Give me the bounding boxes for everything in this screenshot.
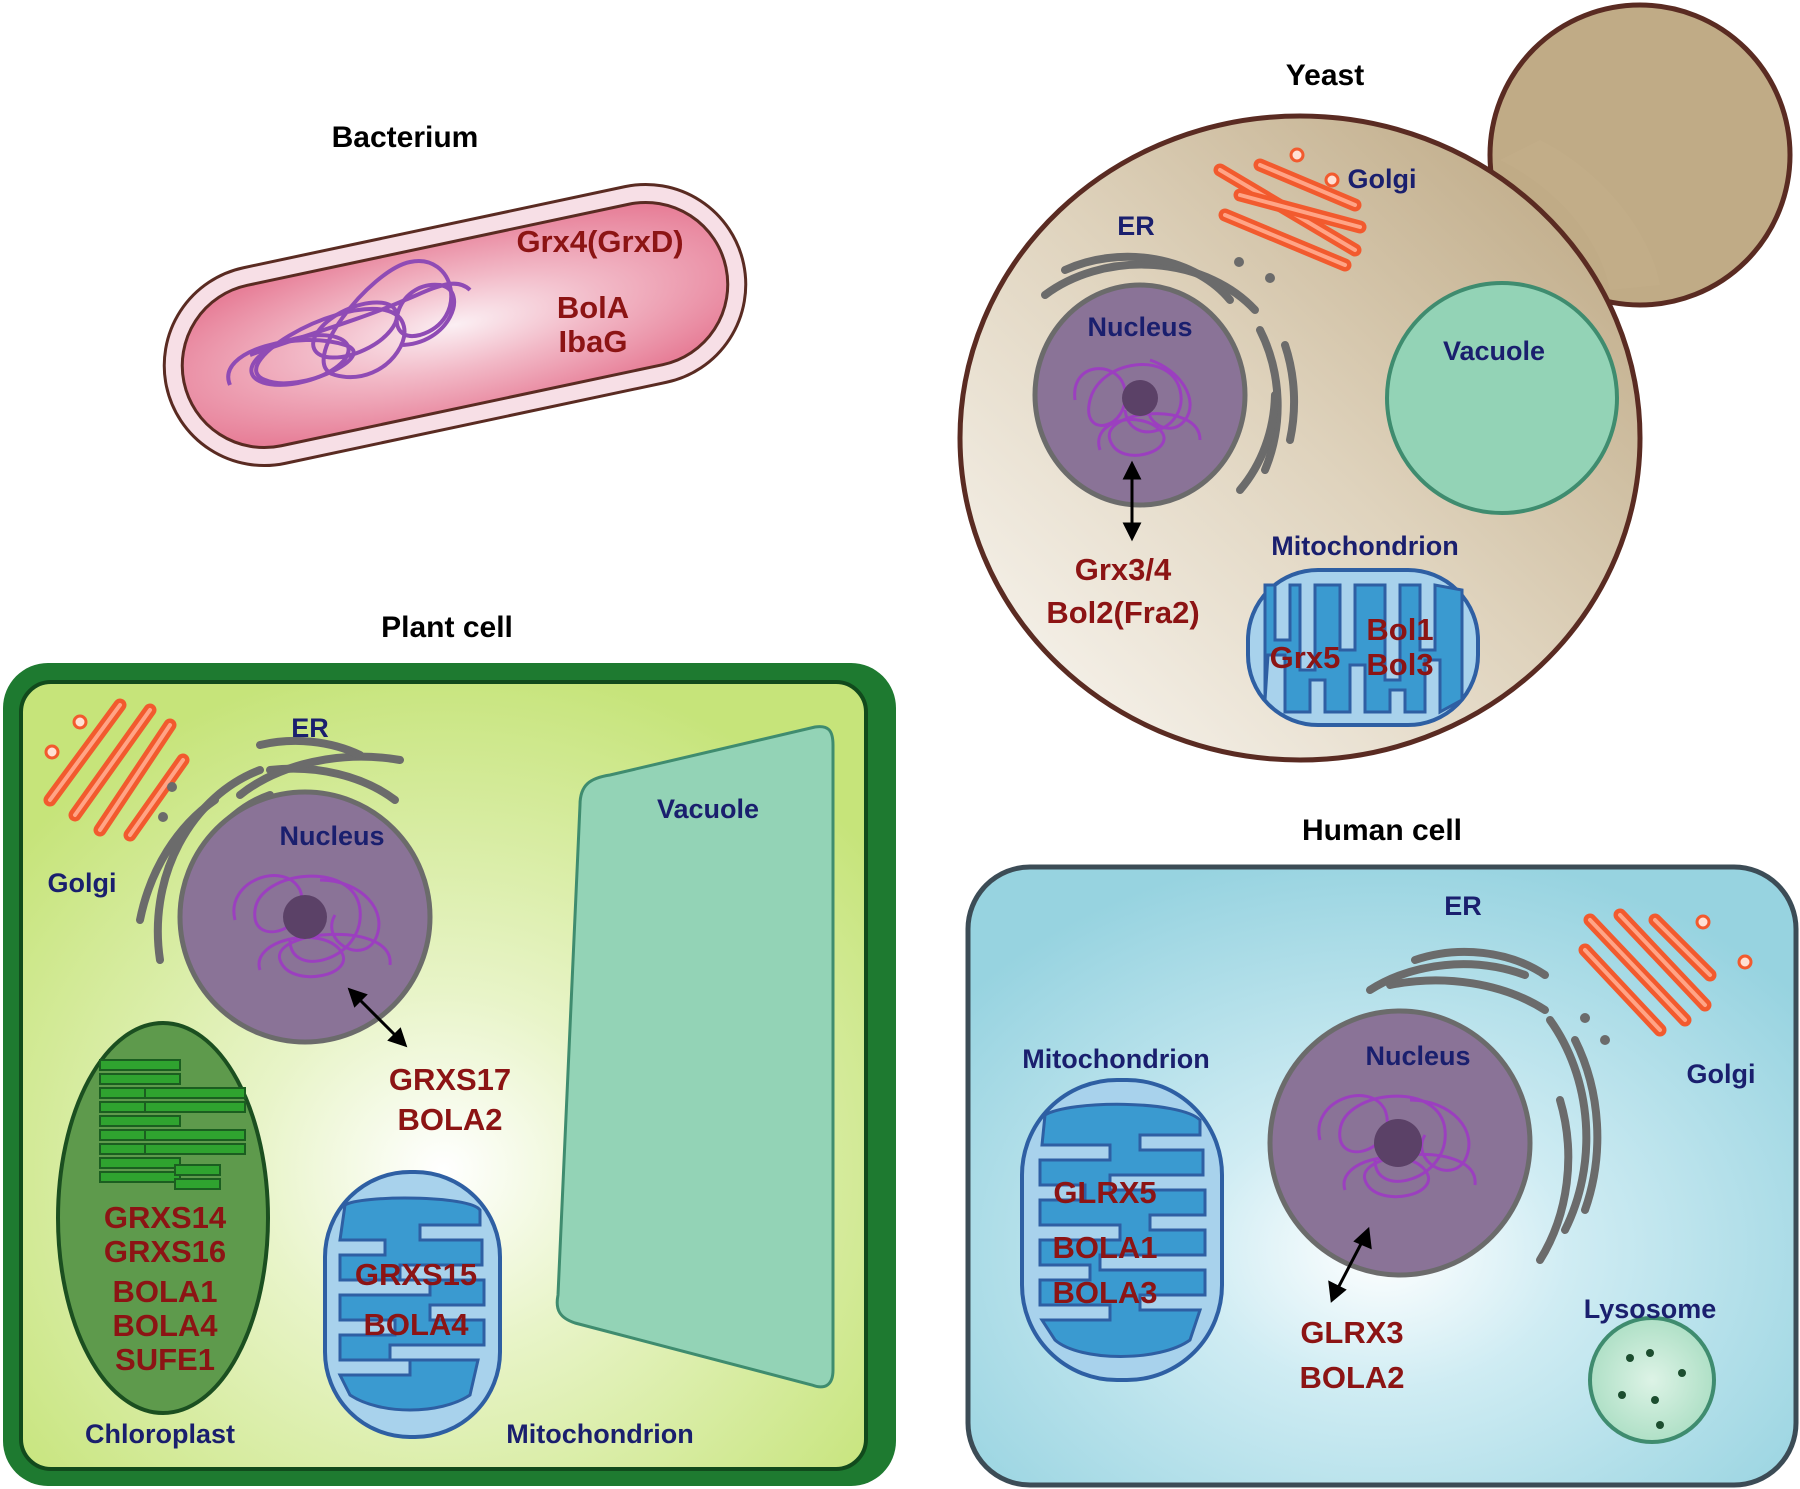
yeast-label-golgi: Golgi [1348, 164, 1417, 194]
yeast-protein-bol2: Bol2(Fra2) [1046, 595, 1199, 630]
bacterium-protein-bola: BolA [557, 290, 629, 325]
yeast-label-mitochondrion: Mitochondrion [1271, 531, 1458, 561]
yeast-golgi-vesicle [1289, 147, 1305, 163]
yeast-panel: Yeast Golgi E [957, 2, 1793, 763]
human-protein-glrx5: GLRX5 [1053, 1175, 1156, 1210]
yeast-label-vacuole: Vacuole [1443, 336, 1545, 366]
human-golgi-vesicle [1737, 954, 1753, 970]
plant-protein-bola4-mito: BOLA4 [363, 1307, 469, 1342]
plant-nuclear-shuttle-arrow [347, 987, 408, 1048]
yeast-er [1041, 252, 1299, 494]
plant-vesicle [167, 782, 177, 792]
bacterium-protein-grx4: Grx4(GrxD) [516, 224, 683, 259]
yeast-protein-grx5: Grx5 [1270, 640, 1341, 675]
plant-label-chloroplast: Chloroplast [85, 1419, 235, 1449]
plant-protein-grxs15: GRXS15 [355, 1257, 477, 1292]
human-panel: Human cell Golgi ER [965, 814, 1799, 1488]
human-golgi [1578, 908, 1717, 1037]
bacterium-proteins: Grx4(GrxD) BolA IbaG [516, 224, 683, 359]
plant-label-mitochondrion: Mitochondrion [506, 1419, 693, 1449]
plant-protein-grxs16: GRXS16 [104, 1234, 226, 1269]
yeast-protein-bol3: Bol3 [1366, 647, 1433, 682]
bacterium-cell [162, 182, 748, 468]
human-protein-glrx3: GLRX3 [1300, 1315, 1403, 1350]
yeast-title: Yeast [1286, 59, 1364, 92]
yeast-nuclear-shuttle-arrow [1122, 460, 1142, 542]
plant-label-er: ER [291, 713, 329, 743]
human-vesicle [1580, 1013, 1590, 1023]
yeast-golgi-vesicle [1324, 172, 1340, 188]
yeast-label-er: ER [1117, 211, 1155, 241]
plant-nucleus [177, 789, 433, 1045]
yeast-vacuole [1385, 281, 1619, 515]
bacterium-protein-ibag: IbaG [559, 324, 628, 359]
human-nuclear-shuttle-arrow [1328, 1226, 1372, 1303]
human-vesicle [1600, 1035, 1610, 1045]
yeast-golgi [1213, 158, 1367, 272]
human-protein-bola3: BOLA3 [1052, 1275, 1157, 1310]
human-protein-bola2: BOLA2 [1299, 1360, 1404, 1395]
plant-label-nucleus: Nucleus [279, 821, 384, 851]
human-protein-bola1: BOLA1 [1052, 1230, 1157, 1265]
plant-golgi-vesicle [72, 714, 88, 730]
plant-protein-bola1: BOLA1 [112, 1274, 217, 1309]
yeast-label-nucleus: Nucleus [1087, 312, 1192, 342]
plant-label-vacuole: Vacuole [657, 794, 759, 824]
yeast-vesicle [1265, 273, 1275, 283]
plant-protein-grxs14: GRXS14 [104, 1200, 227, 1235]
plant-label-golgi: Golgi [48, 868, 117, 898]
bacterium-nucleoid [226, 259, 472, 387]
plant-golgi [43, 698, 190, 842]
yeast-mitochondrion [1246, 568, 1480, 727]
plant-golgi-vesicle [44, 744, 60, 760]
plant-protein-grxs17: GRXS17 [389, 1062, 511, 1097]
bacterium-title: Bacterium [332, 121, 479, 154]
plant-vacuole [555, 725, 835, 1389]
plant-protein-bola2: BOLA2 [397, 1102, 502, 1137]
human-golgi-vesicle [1695, 914, 1711, 930]
plant-title: Plant cell [381, 611, 513, 644]
plant-vesicle [158, 812, 168, 822]
plant-panel: Plant cell Golgi ER [3, 611, 896, 1486]
plant-mitochondrion [323, 1170, 502, 1439]
human-nucleus [1267, 1008, 1533, 1278]
yeast-cell [957, 2, 1793, 763]
human-er [1366, 947, 1602, 1264]
plant-chloroplast [56, 1021, 270, 1415]
bacterium-panel: Bacterium Grx4(GrxD) BolA IbaG [162, 121, 748, 468]
yeast-protein-bol1: Bol1 [1366, 612, 1433, 647]
yeast-vesicle [1234, 257, 1244, 267]
plant-protein-bola4-chloroplast: BOLA4 [112, 1308, 218, 1343]
yeast-protein-grx34: Grx3/4 [1075, 552, 1172, 587]
human-label-nucleus: Nucleus [1365, 1041, 1470, 1071]
human-label-lysosome: Lysosome [1584, 1294, 1717, 1324]
yeast-nucleus [1032, 282, 1248, 508]
human-mitochondrion [1020, 1078, 1224, 1382]
human-label-mitochondrion: Mitochondrion [1022, 1044, 1209, 1074]
human-lysosome [1588, 1316, 1716, 1444]
human-title: Human cell [1302, 814, 1462, 847]
human-label-er: ER [1444, 891, 1482, 921]
human-label-golgi: Golgi [1687, 1059, 1756, 1089]
plant-protein-sufe1: SUFE1 [115, 1342, 215, 1377]
